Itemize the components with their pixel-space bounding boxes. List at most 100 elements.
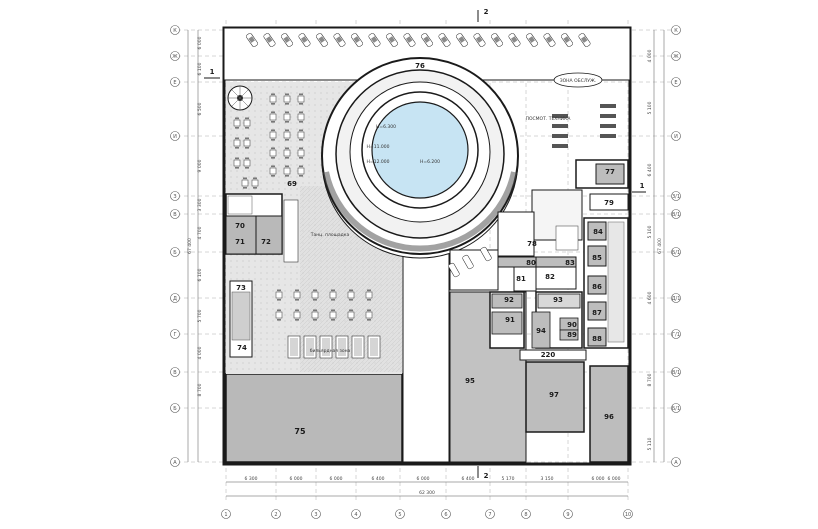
note-level-a: Н=6.300 bbox=[376, 124, 396, 130]
table-top bbox=[283, 131, 291, 139]
table-top bbox=[269, 113, 277, 121]
axis-label-bottom-8: 8 bbox=[524, 512, 527, 518]
car-roof bbox=[493, 36, 500, 43]
chair bbox=[299, 111, 303, 114]
chair bbox=[285, 147, 289, 150]
table-top bbox=[283, 167, 291, 175]
room-label-97: 97 bbox=[549, 391, 559, 399]
billiard-cloth bbox=[370, 338, 378, 356]
table-top bbox=[283, 149, 291, 157]
table-35 bbox=[365, 309, 373, 321]
parked-car-14 bbox=[473, 33, 486, 47]
parked-car-16 bbox=[508, 33, 521, 47]
table-25 bbox=[293, 289, 301, 301]
axis-bubble-right-1 bbox=[671, 25, 681, 35]
table-14 bbox=[297, 111, 305, 123]
table-top bbox=[251, 179, 259, 187]
axis-label-bottom-2: 2 bbox=[274, 512, 277, 518]
billiard-cloth bbox=[306, 338, 314, 356]
table-11 bbox=[297, 93, 305, 105]
axis-bubble-bottom-1 bbox=[221, 509, 231, 519]
dim-label-bottom-5: 6 000 bbox=[417, 476, 430, 482]
table-top bbox=[243, 119, 251, 127]
chair bbox=[235, 127, 239, 129]
parked-car-4 bbox=[298, 33, 311, 47]
dim-label-left-total: 67 400 bbox=[187, 238, 193, 254]
chair bbox=[235, 157, 239, 160]
chair bbox=[253, 177, 257, 180]
axis-label-right-12: А bbox=[674, 460, 678, 466]
chair bbox=[285, 103, 289, 105]
chair bbox=[299, 139, 303, 141]
car-roof bbox=[528, 36, 535, 43]
dim-label-bottom-10: 6 000 bbox=[608, 476, 621, 482]
chair bbox=[299, 157, 303, 159]
section-mark-bottom: 2 bbox=[484, 472, 489, 480]
chair bbox=[367, 319, 371, 321]
chair bbox=[235, 137, 239, 140]
table-top bbox=[269, 95, 277, 103]
room-label-78: 78 bbox=[527, 240, 537, 248]
room-label-76: 76 bbox=[415, 62, 425, 70]
dim-label-bottom-9: 6 000 bbox=[592, 476, 605, 482]
table-32 bbox=[311, 309, 319, 321]
dim-label-bottom-3: 6 000 bbox=[330, 476, 343, 482]
section-mark-right: 1 bbox=[640, 182, 645, 190]
table-top bbox=[293, 311, 301, 319]
room-label-71: 71 bbox=[235, 238, 245, 246]
spiral-stair bbox=[227, 85, 253, 111]
dim-label-bottom-6: 6 400 bbox=[462, 476, 475, 482]
table-top bbox=[297, 167, 305, 175]
chair bbox=[285, 111, 289, 114]
room-label-84: 84 bbox=[593, 228, 603, 236]
furniture bbox=[233, 93, 616, 359]
table-18 bbox=[269, 147, 277, 159]
chair bbox=[313, 299, 317, 301]
axis-bubble-left-12 bbox=[170, 457, 180, 467]
table-top bbox=[233, 119, 241, 127]
parked-car-15 bbox=[491, 33, 503, 47]
room-label-81: 81 bbox=[516, 275, 526, 283]
car-roof bbox=[353, 36, 360, 43]
axis-label-right-1: К bbox=[674, 28, 678, 34]
chair bbox=[285, 121, 289, 123]
chair bbox=[271, 147, 275, 150]
axis-label-left-12: А bbox=[173, 460, 177, 466]
chair bbox=[349, 299, 353, 301]
dim-label-bottom-1: 6 300 bbox=[245, 476, 258, 482]
axis-label-left-10: В bbox=[173, 370, 177, 376]
chair bbox=[295, 309, 299, 312]
table-26 bbox=[311, 289, 319, 301]
chair bbox=[235, 117, 239, 120]
room-96-area bbox=[589, 365, 629, 463]
chair bbox=[245, 117, 249, 120]
axis-label-left-2: Ж bbox=[172, 54, 178, 60]
chair bbox=[295, 319, 299, 321]
axis-bubble-right-8 bbox=[671, 293, 681, 303]
dim-label-bottom-4: 6 400 bbox=[372, 476, 385, 482]
room-label-88: 88 bbox=[592, 335, 602, 343]
note-level-b: Н=11.000 bbox=[367, 144, 390, 150]
table-top bbox=[347, 311, 355, 319]
axis-label-left-1: К bbox=[173, 28, 177, 34]
chair bbox=[285, 139, 289, 141]
axis-label-bottom-3: 3 bbox=[314, 512, 317, 518]
room-label-77: 77 bbox=[605, 168, 615, 176]
service-rooms-right bbox=[575, 159, 629, 349]
axis-bubble-right-5 bbox=[671, 191, 681, 201]
car-roof bbox=[405, 36, 413, 43]
dim-label-bottom-2: 6 000 bbox=[290, 476, 303, 482]
car-roof bbox=[458, 36, 465, 43]
table-24 bbox=[275, 289, 283, 301]
chair bbox=[271, 165, 275, 168]
table-22 bbox=[283, 165, 291, 177]
billiard-table-3 bbox=[319, 335, 333, 359]
room-label-90: 90 bbox=[567, 321, 577, 329]
billiard-table-6 bbox=[367, 335, 381, 359]
table-16 bbox=[283, 129, 291, 141]
room-label-79: 79 bbox=[604, 199, 614, 207]
axis-label-bottom-4: 4 bbox=[354, 512, 357, 518]
axis-label-left-6: В bbox=[173, 212, 177, 218]
